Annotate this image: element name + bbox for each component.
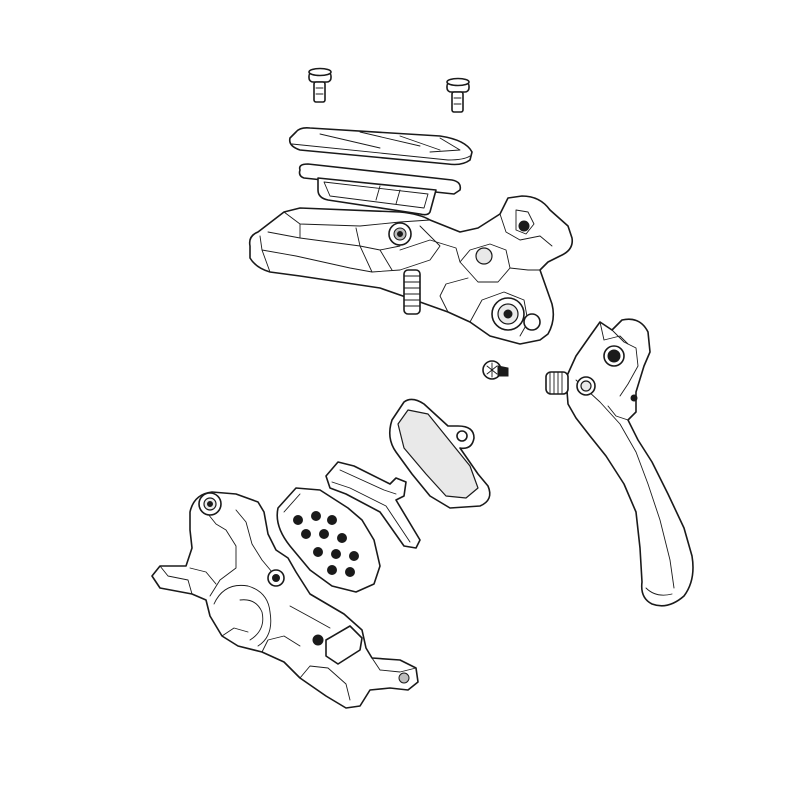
caliper-top-bolt-icon (198, 492, 222, 516)
reservoir-cap (288, 127, 473, 166)
master-cylinder (248, 195, 574, 345)
brake-pad-front (276, 487, 381, 593)
caliper-mount-bolt-icon (267, 569, 285, 587)
bolt-left (308, 67, 332, 103)
lever-adjust-knob (545, 371, 569, 395)
pad-holes (293, 511, 359, 577)
brake-lever-blade (545, 318, 694, 607)
bleed-port-icon (388, 222, 412, 246)
caliper-piston-bore (213, 584, 272, 647)
reach-adjust-knob (403, 269, 421, 315)
brake-pad-back (388, 398, 491, 509)
pivot-screw (482, 360, 509, 380)
caliper (151, 491, 419, 709)
bolt-right (446, 77, 470, 113)
reservoir-diaphragm (298, 163, 462, 216)
pivot-bushing-icon (491, 297, 525, 331)
caliper-hose-fitting (289, 605, 363, 665)
pad-spring (325, 461, 421, 549)
